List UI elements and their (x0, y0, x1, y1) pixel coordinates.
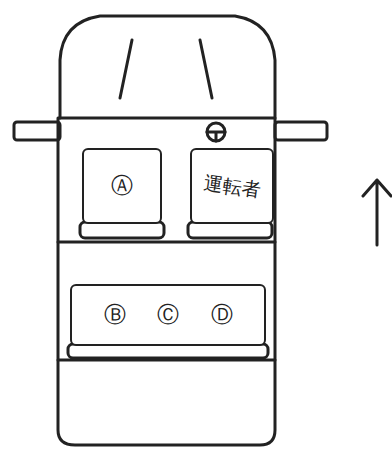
wiper-line (120, 40, 132, 98)
seat-box: 運転者 (190, 148, 274, 224)
steering-wheel (207, 123, 225, 141)
wiper-line (200, 40, 212, 98)
steering-wheel (207, 132, 225, 141)
seat-cushion (188, 222, 272, 238)
car-body (58, 16, 275, 445)
seat-letter: Ⓑ (104, 303, 126, 327)
divider-line (58, 241, 275, 244)
driver-label: 運転者 (202, 172, 261, 201)
seat-cushion (80, 222, 164, 238)
seat-box: Ⓐ (82, 148, 162, 224)
dashboard-line (60, 117, 275, 120)
seat-letter: Ⓒ (157, 303, 179, 327)
seat-letter: Ⓓ (211, 303, 233, 327)
seat-letter: Ⓐ (111, 174, 133, 198)
direction-arrow (363, 180, 391, 245)
side-mirror (275, 122, 327, 140)
seat-cushion (68, 344, 268, 358)
seat-box: Ⓑ Ⓒ Ⓓ (70, 284, 266, 346)
side-mirror (14, 122, 60, 140)
